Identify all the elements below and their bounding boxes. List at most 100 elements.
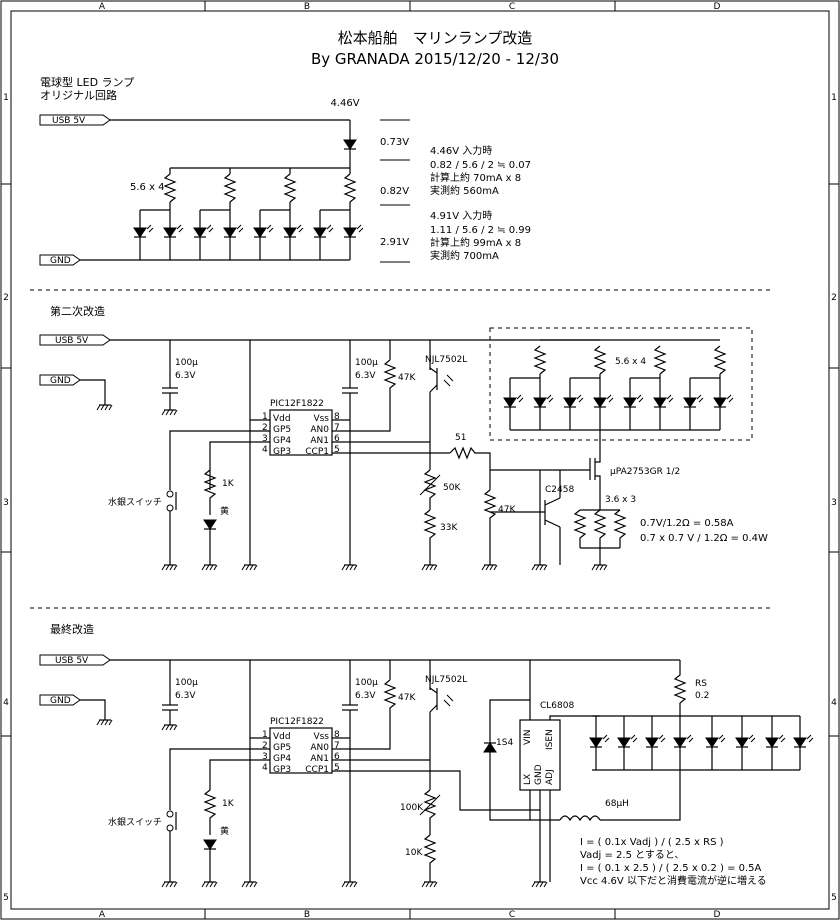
ic2-pin6: AN1 [310, 436, 329, 446]
calc3-line3: Vcc 4.6V 以下だと消費電流が逆に増える [580, 874, 767, 887]
row-label-1-right: 1 [831, 93, 837, 103]
led-1 [163, 227, 177, 238]
row-label-5-right: 5 [831, 893, 837, 903]
vr-50k-label: 50K [443, 483, 461, 493]
row-label-4-right: 4 [831, 698, 837, 708]
cl6808-ic [519, 719, 561, 791]
ic3-pin5-num: 5 [334, 763, 340, 773]
switch-label-3: 水銀スイッチ [108, 816, 162, 828]
ic3-pin8-num: 8 [334, 730, 340, 740]
ic-name-2: PIC12F1822 [270, 399, 324, 409]
note-b-3: 実測約 700mA [430, 249, 499, 262]
ic3-pin4-num: 4 [262, 763, 268, 773]
col-label-d: D [714, 2, 721, 12]
row-label-2: 2 [3, 293, 9, 303]
ic3-pin7: AN0 [310, 743, 329, 753]
row-label-1: 1 [3, 93, 9, 103]
reg-label-2: NJL7502L [425, 355, 467, 365]
title-line1: 松本船舶 マリンランプ改造 [338, 29, 533, 47]
voltage-scale [380, 119, 410, 263]
sense-label: 3.6 x 3 [605, 495, 636, 505]
note-b-1: 1.11 / 5.6 / 2 ≒ 0.99 [430, 225, 531, 236]
inductor-68uh [559, 815, 601, 822]
gnd-label-1: GND [50, 256, 71, 266]
led-array-2 [503, 339, 734, 440]
res-5.6-3 [343, 173, 357, 203]
row-led-6 [765, 737, 779, 748]
usb-5v-port-1 [39, 114, 111, 126]
note-a-3: 実測約 560mA [430, 184, 499, 197]
res-array-0 [533, 345, 547, 375]
ic2-pin5: CCP1 [305, 447, 329, 457]
gnd-label-3: GND [50, 696, 71, 706]
led-color-2: 黄 [220, 505, 229, 517]
ic3-pin2: GP5 [273, 743, 291, 753]
row-label-4: 4 [3, 698, 9, 708]
array-led-3 [593, 397, 607, 408]
usb-5v-port-2 [39, 334, 111, 346]
vr-100k-label: 100K [400, 803, 424, 813]
pic-ic-2 [269, 409, 333, 456]
ic3-pin6-num: 6 [334, 752, 340, 762]
driver-pin-gnd: GND [534, 764, 544, 785]
ic3-pin2-num: 2 [262, 741, 268, 751]
col-label-a: A [99, 2, 106, 12]
note-a-0: 4.46V 入力時 [430, 144, 492, 157]
row-led-0 [589, 737, 603, 748]
cap1-volt-2: 6.3V [175, 371, 196, 381]
usb-5v-label-3: USB 5V [55, 656, 89, 666]
reg-label-3: NJL7502L [425, 675, 467, 685]
ic2-pin4-num: 4 [262, 445, 268, 455]
driver-pin-isen: ISEN [545, 729, 555, 750]
calc3-line2: I = ( 0.1 x 2.5 ) / ( 2.5 x 0.2 ) = 0.5A [580, 863, 762, 874]
res-1k-label-2: 1K [222, 479, 235, 489]
calc2-line1: 0.7 x 0.7 V / 1.2Ω = 0.4W [640, 533, 768, 544]
col-label-d-bottom: D [714, 910, 721, 920]
ic-name-3: PIC12F1822 [270, 717, 324, 727]
ic2-pin3-num: 3 [262, 434, 268, 444]
array-led-7 [713, 397, 727, 408]
array-led-0 [503, 397, 517, 408]
ic2-pin3: GP4 [273, 436, 291, 446]
ic3-pin8: Vss [313, 732, 329, 742]
res-5.6-0 [163, 173, 177, 203]
series-diode-1 [343, 139, 357, 150]
res-47k-b [483, 489, 497, 565]
res-51-label: 51 [455, 433, 466, 443]
diode-1s4 [483, 742, 497, 753]
led-row-3 [589, 715, 814, 771]
array-led-2 [563, 397, 577, 408]
vr-100k [423, 789, 437, 835]
res-47k-2 [383, 359, 397, 400]
row-label-5: 5 [3, 893, 9, 903]
fet-label: μPA2753GR 1/2 [610, 467, 680, 477]
title-line2: By GRANADA 2015/12/20 - 12/30 [311, 50, 559, 68]
res-47k-label-2: 47K [398, 373, 416, 383]
diode-label: 1S4 [496, 738, 513, 748]
row-led-4 [705, 737, 719, 748]
led-4 [253, 227, 267, 238]
col-label-b-bottom: B [304, 910, 310, 920]
usb-5v-port-3 [39, 654, 111, 666]
note-a-2: 計算上約 70mA x 8 [430, 171, 521, 184]
calc2-line0: 0.7V/1.2Ω = 0.58A [640, 518, 734, 529]
driver-pin-adj: ADJ [545, 769, 555, 785]
ic2-pin1-num: 1 [262, 412, 268, 422]
array-led-6 [683, 397, 697, 408]
pic-ic-3 [269, 727, 333, 774]
note-b-0: 4.91V 入力時 [430, 209, 492, 222]
res-47k-label-3: 47K [398, 693, 416, 703]
gnd-port-3 [39, 694, 81, 706]
res-array-2 [653, 345, 667, 375]
vr-50k [423, 469, 437, 510]
ic2-pin7: AN0 [310, 425, 329, 435]
res-rs [673, 660, 687, 716]
switch-label-2: 水銀スイッチ [108, 496, 162, 508]
ic3-pin4: GP3 [273, 765, 291, 775]
row-led-2 [645, 737, 659, 748]
voltage-res: 0.82V [380, 186, 409, 197]
rs-label: RS [695, 679, 707, 689]
led-3 [223, 227, 237, 238]
driver-pin-lx: LX [523, 774, 533, 785]
ic2-pin2-num: 2 [262, 423, 268, 433]
